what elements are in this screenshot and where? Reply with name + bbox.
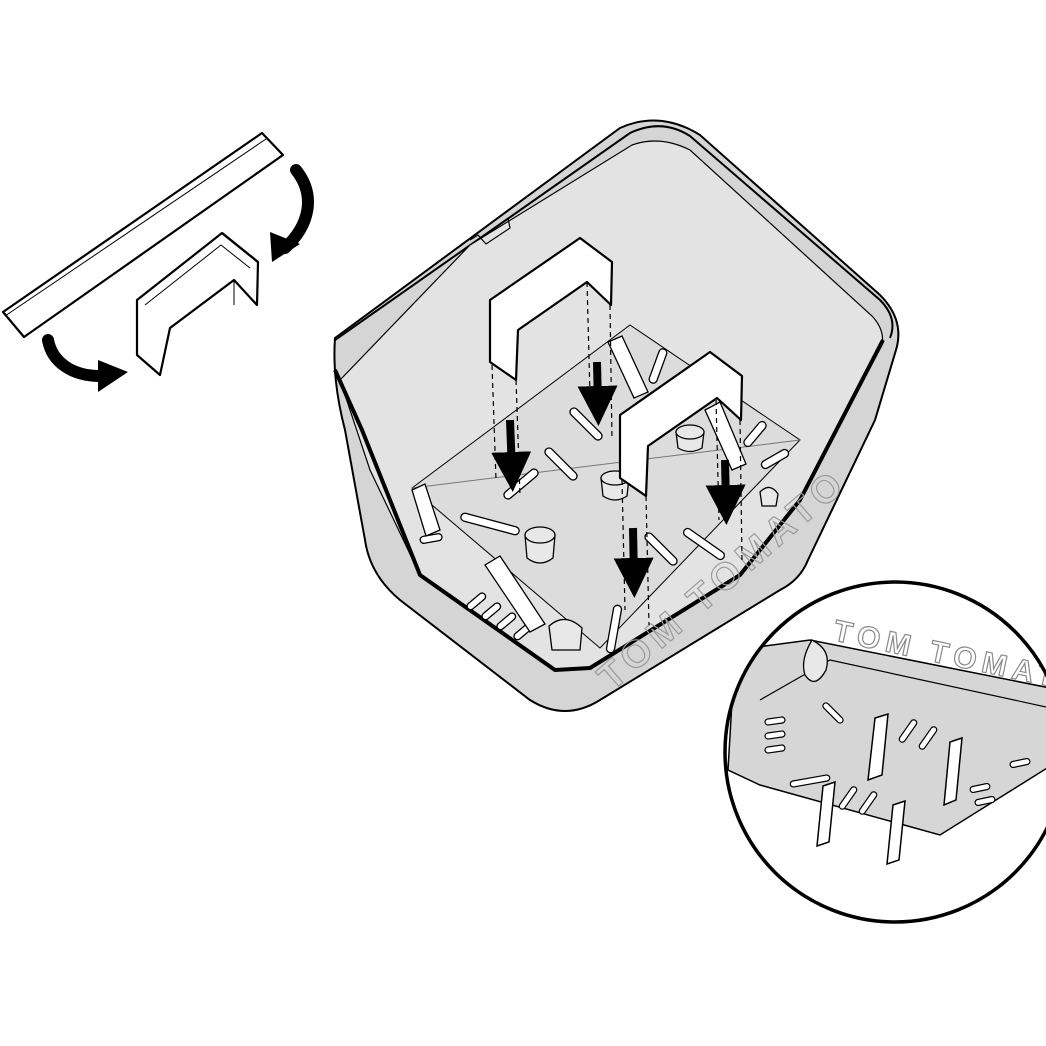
down-arrow-icon bbox=[491, 419, 532, 492]
inset-dividers bbox=[816, 712, 963, 866]
folded-clip bbox=[135, 231, 260, 377]
inset-frame bbox=[723, 580, 1046, 924]
inset-slots bbox=[764, 702, 1031, 815]
divider-clip-back bbox=[488, 236, 618, 496]
curved-arrow-head-icon bbox=[98, 360, 128, 392]
detail-inset: TOM TOMATO bbox=[723, 580, 1046, 924]
floor-posts bbox=[524, 424, 779, 651]
fold-instruction-group bbox=[1, 131, 314, 392]
down-arrow-icon bbox=[705, 459, 746, 525]
down-arrow-icon bbox=[577, 361, 618, 426]
divider-clip-front bbox=[613, 350, 746, 626]
flat-strip bbox=[1, 131, 285, 339]
curved-arrow-icon bbox=[279, 164, 314, 254]
curved-arrow-head-icon bbox=[270, 232, 300, 262]
down-arrow-icon bbox=[613, 527, 654, 598]
side-dividers bbox=[411, 335, 747, 633]
storage-bin: TOM TOMATO bbox=[333, 119, 900, 712]
bin-front-edge bbox=[333, 339, 885, 672]
bin-rim bbox=[334, 125, 894, 341]
curved-arrow-icon bbox=[42, 334, 106, 382]
